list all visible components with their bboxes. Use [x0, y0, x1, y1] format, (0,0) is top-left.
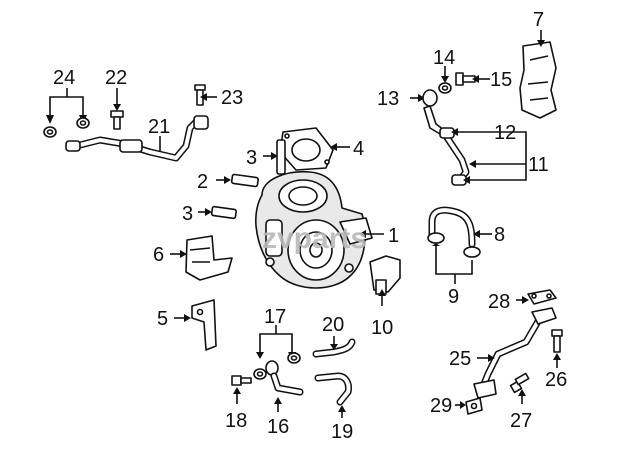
part-4-gasket	[279, 127, 350, 171]
callout-23: 23	[221, 87, 243, 109]
part-3-stud-lower	[198, 205, 237, 220]
callout-5: 5	[157, 308, 168, 330]
part-3-stud-upper	[263, 139, 286, 175]
part-8-hose	[428, 206, 492, 248]
part-12-bracket-lines	[451, 128, 527, 184]
part-27-bolt	[509, 372, 530, 404]
callout-28: 28	[488, 291, 510, 313]
callout-9: 9	[448, 286, 459, 308]
callout-13: 13	[377, 88, 399, 110]
callout-27: 27	[510, 410, 532, 432]
callout-3-lower: 3	[182, 203, 193, 225]
callout-25: 25	[449, 348, 471, 370]
part-11-oil-return-pipe	[439, 127, 470, 186]
callout-18: 18	[225, 410, 247, 432]
part-6-heat-shield	[170, 235, 233, 281]
part-2-stud	[216, 173, 259, 188]
part-21-oil-feed-pipe	[65, 115, 209, 162]
callout-17: 17	[264, 306, 286, 328]
part-13-banjo-fitting	[410, 89, 445, 135]
callout-14: 14	[433, 47, 455, 69]
callout-10: 10	[371, 317, 393, 339]
callout-22: 22	[105, 67, 127, 89]
callout-3-upper: 3	[246, 147, 257, 169]
part-5-bracket	[174, 299, 217, 351]
watermark-logo: zvparts	[262, 222, 367, 255]
callout-29: 29	[430, 395, 452, 417]
callout-20: 20	[322, 314, 344, 336]
part-17-washers	[253, 325, 301, 380]
callout-7: 7	[533, 9, 544, 31]
callout-2: 2	[197, 171, 208, 193]
callout-21: 21	[148, 116, 170, 138]
part-10-actuator	[369, 255, 401, 306]
callout-4: 4	[353, 138, 364, 160]
part-15-bolt	[455, 72, 490, 86]
part-1-turbocharger	[255, 170, 373, 289]
part-16-banjo-pipe	[265, 360, 304, 412]
part-19-hose	[314, 372, 352, 418]
part-23-bolt	[194, 84, 217, 106]
part-14-washer	[438, 66, 452, 94]
part-7-heat-shield	[519, 30, 557, 119]
callout-11: 11	[528, 154, 549, 176]
callout-16: 16	[267, 416, 289, 438]
callout-24: 24	[53, 67, 75, 89]
part-18-bolt	[231, 375, 252, 404]
callout-19: 19	[331, 421, 353, 443]
part-24-washers	[43, 88, 90, 138]
part-29-gasket	[455, 397, 483, 415]
callout-12: 12	[494, 122, 516, 144]
callout-1: 1	[388, 225, 399, 247]
part-28-gasket	[516, 289, 557, 305]
part-9-clamps	[427, 232, 481, 284]
part-22-bolt	[110, 88, 124, 130]
part-20-hose	[312, 336, 356, 358]
callout-8: 8	[494, 224, 505, 246]
callout-6: 6	[153, 244, 164, 266]
part-1-leader	[359, 230, 384, 238]
callout-26: 26	[545, 369, 567, 391]
callout-15: 15	[490, 69, 512, 91]
part-25-oil-return-pipe	[473, 307, 557, 399]
part-26-bolt	[551, 329, 563, 368]
